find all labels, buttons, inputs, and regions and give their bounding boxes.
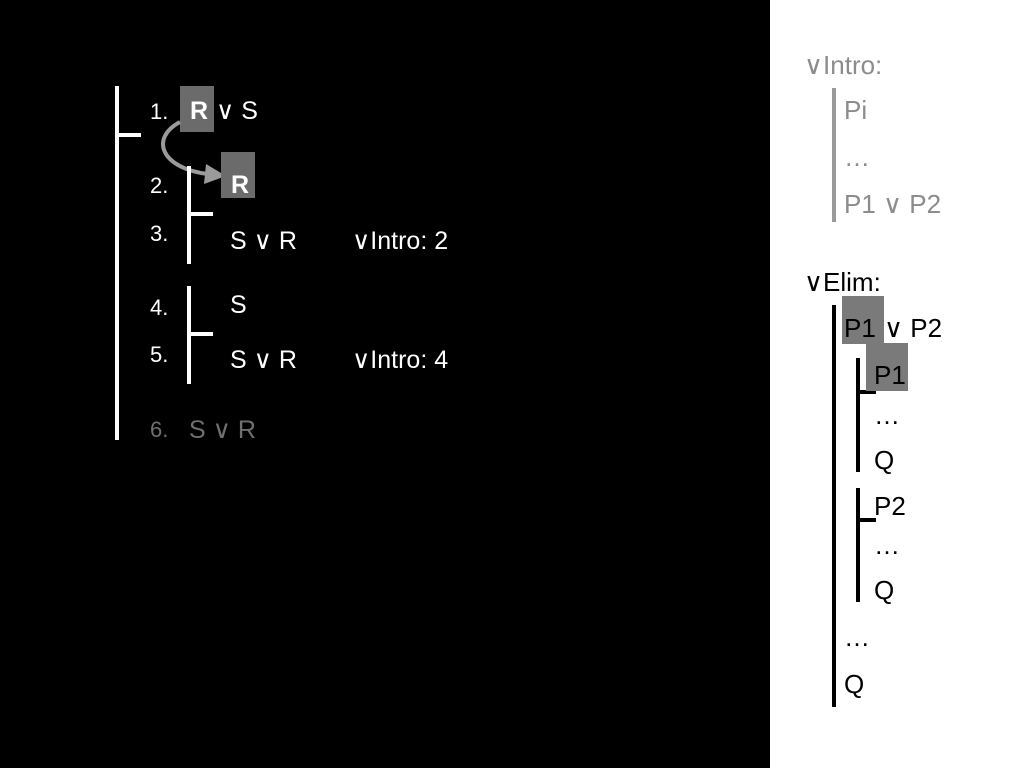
elim-conclusion: Q (844, 669, 865, 699)
line-number-4: 4. (150, 295, 169, 320)
line6-formula: S ∨ R (189, 416, 256, 444)
elim-sub2-result: Q (874, 575, 895, 605)
line1-formula-rest: ∨ S (216, 97, 258, 125)
reference-arrow-path (161, 120, 209, 176)
elim-sub2-dots: … (874, 530, 900, 560)
elim-dots: … (844, 622, 870, 652)
line-number-6: 6. (150, 417, 169, 442)
highlight-line1-r (180, 86, 214, 132)
elim-rule-title: ∨Elim: (804, 267, 881, 297)
line-number-2: 2. (150, 173, 169, 198)
reference-arrow-head (204, 164, 226, 184)
intro-dots: … (844, 142, 870, 172)
subproof2-scope-bar (187, 286, 191, 384)
subproof1-scope-bar (187, 166, 191, 264)
reference-arrow (161, 120, 226, 184)
elim-premise-head: P1 (844, 313, 876, 343)
elim-premise-rest: ∨ P2 (884, 313, 943, 343)
intro-rule-title: ∨Intro: (804, 50, 883, 80)
line5-formula: S ∨ R (230, 346, 297, 374)
main-scope-bar (115, 86, 119, 440)
elim-sub2-tick (860, 518, 876, 522)
line4-formula: S (230, 291, 247, 319)
highlight-elim-sub1-p1 (866, 343, 908, 391)
elim-sub2-scope-bar (856, 488, 860, 602)
elim-sub2-assumption: P2 (874, 491, 906, 521)
subproof1-assumption-tick (191, 212, 213, 216)
intro-scope-bar (832, 88, 836, 222)
line5-justification: ∨Intro: 4 (352, 346, 449, 374)
elim-sub1-scope-bar (856, 358, 860, 472)
elim-scope-bar (832, 305, 836, 707)
elim-sub1-assumption: P1 (874, 360, 906, 390)
subproof2-assumption-tick (191, 332, 213, 336)
main-premise-tick (119, 133, 141, 137)
rules-panel: ∨Intro: Pi … P1 ∨ P2 ∨Elim: P1 ∨ P2 P1 …… (770, 0, 1024, 768)
proof-panel: 1. R ∨ S 2. R 3. S ∨ R ∨Intro: 2 4. S 5.… (115, 86, 449, 444)
line3-justification: ∨Intro: 2 (352, 227, 449, 255)
highlight-elim-p1 (842, 296, 884, 344)
line3-formula: S ∨ R (230, 227, 297, 255)
highlight-line2-r (221, 152, 255, 198)
line2-formula: R (231, 171, 250, 199)
elim-sub1-tick (860, 390, 876, 394)
line1-highlighted-formula: R (190, 97, 209, 125)
line-number-1: 1. (150, 99, 169, 124)
elim-sub1-dots: … (874, 400, 900, 430)
intro-conclusion: P1 ∨ P2 (844, 189, 942, 219)
line-number-3: 3. (150, 221, 169, 246)
elim-sub1-result: Q (874, 445, 895, 475)
intro-premise: Pi (844, 95, 868, 125)
line-number-5: 5. (150, 342, 169, 367)
